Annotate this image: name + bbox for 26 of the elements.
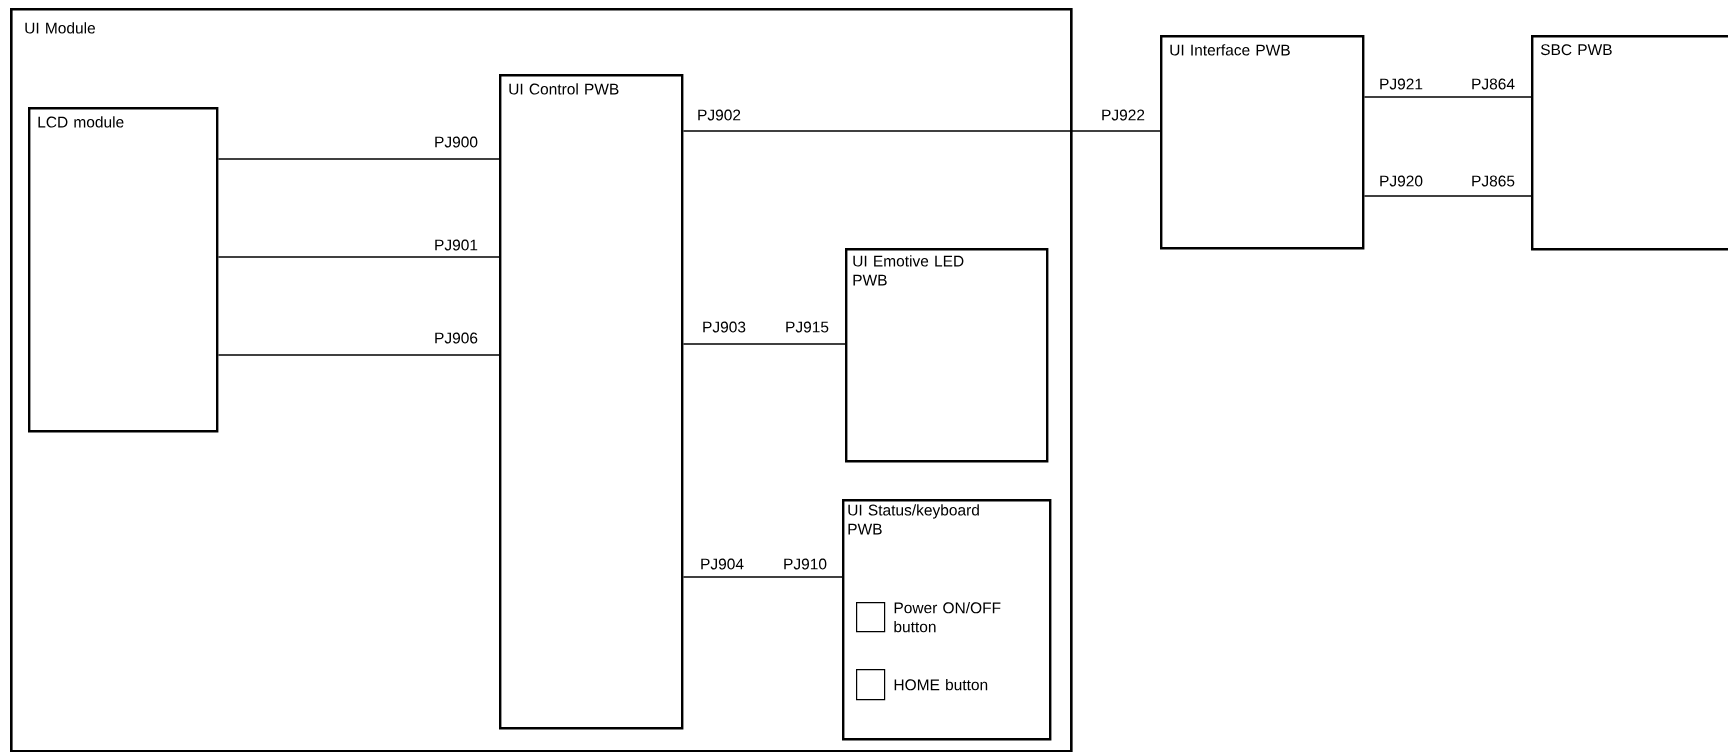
board-box: UI Emotive LED PWB: [845, 248, 1049, 463]
connector-label: PJ920: [1380, 175, 1423, 187]
cable-line: [217, 256, 500, 258]
board-box: SBC PWB: [1531, 35, 1728, 251]
connector-label: PJ903: [703, 321, 746, 333]
connector-label: PJ902: [698, 109, 741, 121]
board-box: UI Interface PWB: [1160, 35, 1365, 250]
connector-label: PJ921: [1380, 78, 1423, 90]
board-box: LCD module: [28, 107, 219, 433]
connector-label: PJ901: [435, 239, 478, 251]
connector-label: PJ906: [435, 332, 478, 344]
connector-label: PJ864: [1472, 78, 1515, 90]
cable-line: [682, 130, 1161, 132]
cable-line: [1363, 195, 1532, 197]
connector-label: PJ900: [435, 136, 478, 148]
connector-label: PJ865: [1472, 175, 1515, 187]
cable-line: [682, 576, 843, 578]
cable-line: [217, 158, 500, 160]
connector-label: PJ910: [784, 558, 827, 570]
connector-label: PJ904: [701, 558, 744, 570]
cable-line: [1363, 96, 1532, 98]
cable-line: [682, 343, 846, 345]
connector-label: PJ922: [1102, 109, 1145, 121]
cable-line: [217, 354, 500, 356]
connector-label: PJ915: [786, 321, 829, 333]
board-box: UI Control PWB: [499, 74, 684, 730]
